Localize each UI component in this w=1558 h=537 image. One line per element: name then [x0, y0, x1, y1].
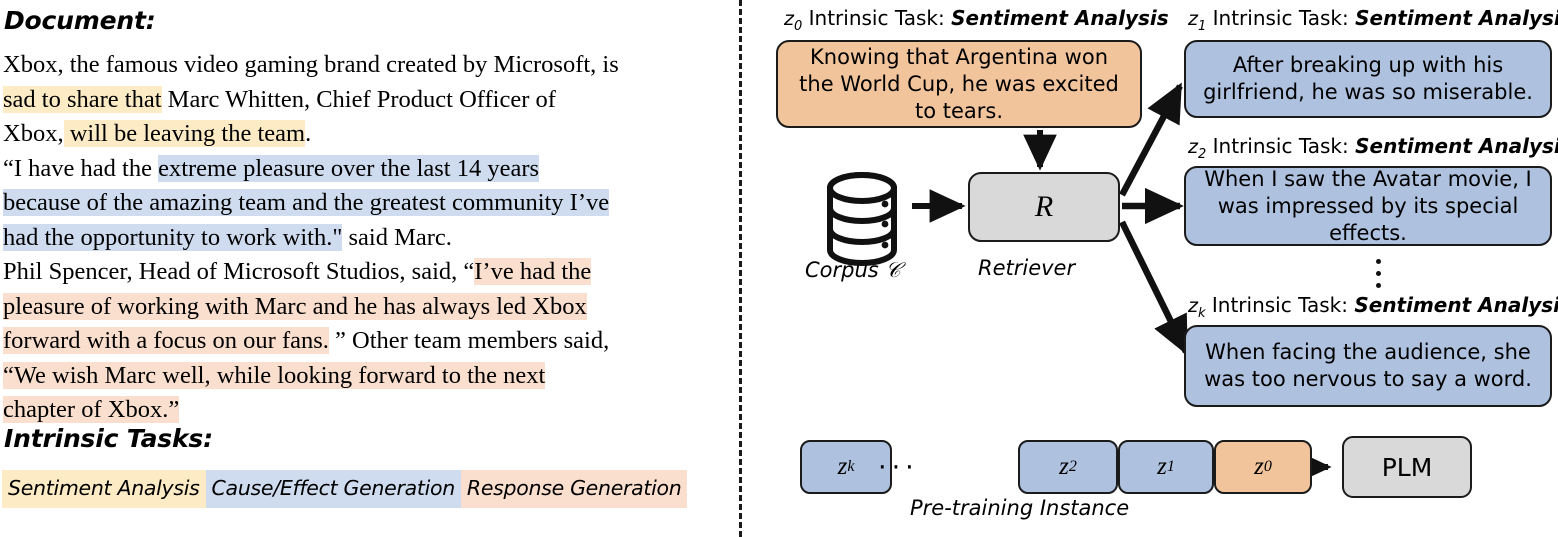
highlight-span-yellow: sad to share that [3, 85, 162, 113]
legend-chip-peach[interactable]: Response Generation [460, 470, 688, 508]
document-line: Xbox, the famous video gaming brand crea… [3, 48, 735, 83]
document-line: had the opportunity to work with." said … [3, 221, 735, 256]
z0-caption: z0 Intrinsic Task: Sentiment Analysis [784, 8, 1169, 33]
sequence-token-subscript: 2 [1068, 458, 1077, 475]
z1-symbol: z [1188, 8, 1198, 30]
highlight-span-peach: chapter of Xbox.” [3, 396, 180, 423]
text-span: Xbox, the famous video gaming brand crea… [3, 51, 619, 78]
sequence-token-symbol: z [1059, 453, 1069, 480]
ellipsis-dot [1375, 283, 1381, 288]
highlight-span-blue: had the opportunity to work with." [3, 223, 343, 251]
text-span: Xbox, [3, 120, 64, 147]
sequence-token-symbol: z [837, 453, 848, 480]
vertical-ellipsis [1368, 252, 1388, 295]
sequence-token-symbol: z [1157, 453, 1167, 480]
highlight-span-blue: because of the amazing team and the grea… [3, 189, 610, 216]
legend-chip-blue[interactable]: Cause/Effect Generation [205, 470, 461, 508]
corpus-cylinder-icon [827, 172, 897, 266]
text-span: “I have had the [3, 154, 159, 182]
highlight-span-peach: I’ve had the [474, 258, 592, 285]
z1-task-name: Sentiment Analysis [1355, 6, 1558, 30]
highlight-span-blue: extreme pleasure over the last 14 years [158, 154, 540, 182]
z0-symbol: z [784, 8, 794, 30]
zk-subscript: k [1197, 306, 1206, 321]
sequence-token-subscript: 0 [1263, 458, 1272, 475]
document-line: Xbox, will be leaving the team. [3, 117, 735, 152]
zk-caption: zk Intrinsic Task: Sentiment Analysis [1188, 295, 1558, 320]
sequence-token-subscript: 1 [1166, 458, 1175, 475]
highlight-span-peach: “We wish Marc well, while looking forwar… [3, 361, 546, 389]
plm-box[interactable]: PLM [1342, 436, 1472, 498]
document-line: chapter of Xbox.” [3, 393, 735, 428]
highlight-span-yellow: will be leaving the team [63, 120, 306, 147]
document-panel: Document: Xbox, the famous video gaming … [0, 0, 740, 537]
ellipsis-dot [1375, 259, 1381, 264]
sequence-token-subscript: k [847, 458, 855, 475]
document-line: “We wish Marc well, while looking forwar… [3, 359, 735, 394]
pretraining-instance-caption: Pre-training Instance [910, 496, 1130, 520]
text-span: Marc Whitten, Chief Product Officer of [161, 85, 556, 113]
zk-task-name: Sentiment Analysis [1354, 293, 1558, 317]
corpus-label: Corpus 𝒞 [805, 258, 901, 282]
z2-subscript: 2 [1197, 147, 1207, 162]
z1-subscript: 1 [1197, 19, 1207, 34]
z2-caption: z2 Intrinsic Task: Sentiment Analysis [1188, 136, 1558, 161]
z2-symbol: z [1188, 136, 1198, 158]
retriever-label: Retriever [978, 256, 1076, 280]
zk-passage-box[interactable]: When facing the audience, she was too ne… [1184, 325, 1552, 407]
z0-passage-box[interactable]: Knowing that Argentina won the World Cup… [776, 40, 1142, 128]
legend-chip-yellow[interactable]: Sentiment Analysis [2, 470, 206, 508]
document-heading: Document: [4, 6, 156, 35]
text-span: . [305, 120, 312, 147]
z2-task-prefix: Intrinsic Task: [1212, 134, 1349, 158]
intrinsic-tasks-heading: Intrinsic Tasks: [4, 424, 213, 453]
z1-task-prefix: Intrinsic Task: [1212, 6, 1349, 30]
text-span: said Marc. [342, 223, 452, 251]
document-line: “I have had the extreme pleasure over th… [3, 152, 735, 187]
zk-task-prefix: Intrinsic Task: [1211, 293, 1348, 317]
pipeline-diagram-panel: z0 Intrinsic Task: Sentiment Analysis Kn… [740, 0, 1558, 537]
document-line: Phil Spencer, Head of Microsoft Studios,… [3, 255, 735, 290]
sequence-token-symbol: z [1254, 453, 1264, 480]
z2-task-name: Sentiment Analysis [1355, 134, 1558, 158]
document-line: pleasure of working with Marc and he has… [3, 290, 735, 325]
z0-subscript: 0 [793, 19, 803, 34]
document-body: Xbox, the famous video gaming brand crea… [3, 48, 735, 428]
document-line: forward with a focus on our fans. ” Othe… [3, 324, 735, 359]
document-line: because of the amazing team and the grea… [3, 186, 735, 221]
panel-divider [739, 0, 742, 537]
z1-caption: z1 Intrinsic Task: Sentiment Analysis [1188, 8, 1558, 33]
corpus-dots-icon [881, 200, 889, 249]
z0-task-name: Sentiment Analysis [951, 6, 1169, 30]
z1-passage-box[interactable]: After breaking up with his girlfriend, h… [1184, 40, 1552, 118]
text-span: Phil Spencer, Head of Microsoft Studios,… [3, 258, 475, 285]
z0-task-prefix: Intrinsic Task: [808, 6, 945, 30]
zk-symbol: z [1188, 295, 1198, 317]
highlight-span-peach: forward with a focus on our fans. [3, 327, 329, 354]
text-span: ” Other team members said, [328, 327, 610, 354]
sequence-ellipsis: ··· [878, 452, 919, 483]
highlight-span-peach: pleasure of working with Marc and he has… [3, 292, 587, 320]
ellipsis-dot [1375, 271, 1381, 276]
document-line: sad to share that Marc Whitten, Chief Pr… [3, 83, 735, 118]
retriever-box[interactable]: R [968, 172, 1120, 242]
z2-passage-box[interactable]: When I saw the Avatar movie, I was impre… [1184, 166, 1552, 246]
arrow-retriever-to-zk [1119, 220, 1189, 356]
